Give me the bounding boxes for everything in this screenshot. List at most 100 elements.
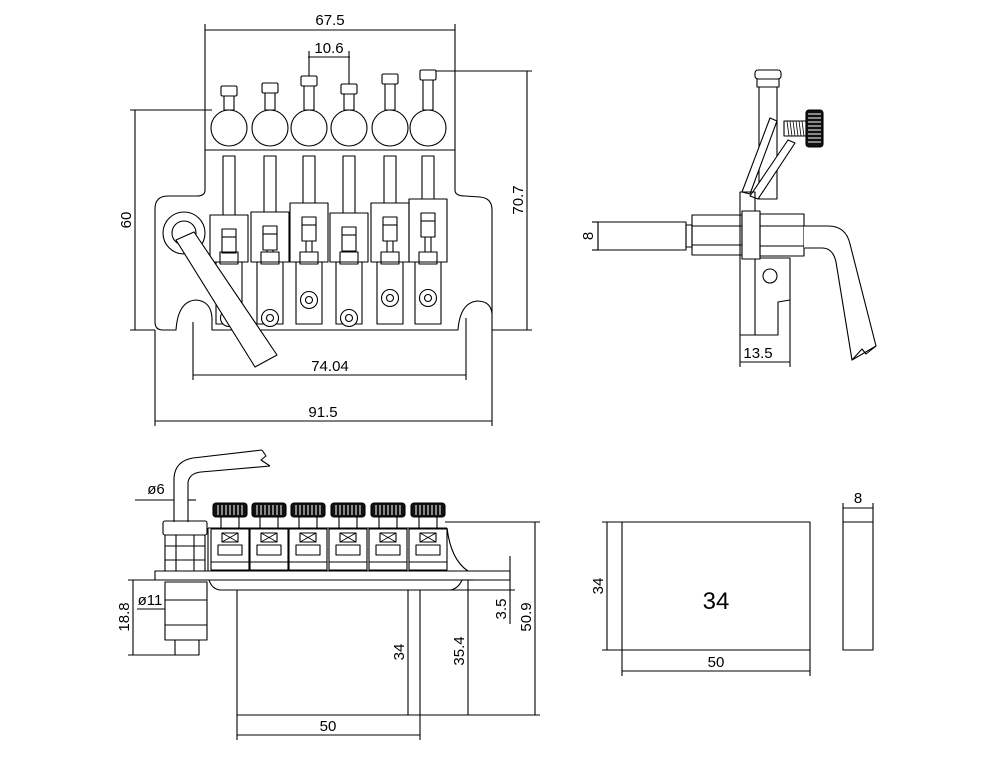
saddle-screw-hex: [385, 293, 395, 303]
thread-line: [789, 120, 793, 137]
string-unit-2: [250, 82, 290, 328]
saddle-front: [408, 528, 448, 571]
string-slot: [263, 155, 277, 213]
thread-hatching: [786, 120, 805, 137]
sustain-block: [236, 589, 421, 716]
screw-cross: [419, 532, 437, 543]
knife-edge: [741, 210, 761, 260]
dim-label-stud-height: 18.8: [116, 602, 133, 631]
thread-line: [786, 120, 790, 137]
saddle-front: [368, 528, 408, 571]
arm-bushing-cap: [162, 520, 208, 536]
saddle-insert: [295, 544, 321, 556]
string-clamp: [262, 225, 278, 251]
string-slot: [302, 155, 316, 204]
block-face: [621, 521, 811, 651]
dim-label-edge-thickness: 8: [854, 490, 862, 507]
stud-collar: [756, 78, 780, 88]
fine-tuner-screw-head: [300, 75, 318, 87]
fine-tuner-collar: [298, 516, 318, 529]
string-clamp: [420, 212, 436, 238]
front-string-unit-6: [408, 502, 448, 571]
saddle-lock: [339, 251, 359, 265]
fine-tuner-screw-shaft: [343, 93, 355, 111]
screw-cross: [260, 532, 278, 543]
screw-cross: [221, 532, 239, 543]
saddle-body: [209, 214, 249, 263]
thread-line: [792, 120, 796, 137]
saddle-screw-hex: [304, 295, 314, 305]
pivot-block: [691, 214, 743, 256]
tremolo-arm-front-outer: [173, 449, 263, 522]
saddle-housing-right: [446, 527, 469, 572]
string-slot: [222, 155, 236, 216]
fine-tuner-collar: [338, 516, 358, 529]
front-string-unit-4: [328, 502, 368, 571]
block-face-view: 34 34 50: [590, 521, 811, 676]
saddle-front: [328, 528, 368, 571]
saddle-insert: [335, 544, 361, 556]
saddle-base: [414, 261, 442, 325]
front-string-unit-1: [210, 502, 250, 571]
stud-below-plate: [164, 581, 208, 641]
stud-tip: [174, 639, 200, 656]
fine-tuner-knob: [330, 109, 368, 147]
screw-cross: [339, 532, 357, 543]
string-slot: [421, 155, 435, 200]
saddle-lock: [260, 251, 280, 265]
saddle-front: [210, 528, 250, 571]
screw-cross: [379, 532, 397, 543]
tremolo-arm-front-inner: [187, 465, 271, 522]
dim-label-block-height: 34: [391, 644, 408, 661]
dim-label-tuner-width: 67.5: [315, 12, 344, 29]
block-face-label: 34: [703, 588, 730, 615]
fine-tuner-screw-head: [261, 82, 279, 94]
stud-step: [685, 224, 693, 248]
dim-label-total-length: 70.7: [510, 185, 527, 214]
saddle-clamp-screw: [299, 532, 317, 543]
fine-tuner-screw-shaft: [264, 92, 276, 111]
saddle-base: [295, 261, 323, 325]
dim-label-plate-thickness: 3.5: [493, 599, 510, 620]
string-clamp: [221, 228, 237, 254]
top-view: 67.5 10.6 70.7 60 74.04 91.5: [118, 12, 532, 426]
dim-label-block-width: 50: [320, 718, 337, 735]
body-hole: [762, 268, 778, 284]
side-view: 8 13.5: [580, 69, 877, 367]
string-slot: [383, 155, 397, 204]
saddle-screw-hex: [265, 313, 275, 323]
fine-tuner-knob: [371, 109, 409, 147]
fine-tuner-knob: [409, 109, 447, 147]
saddle-screw: [339, 308, 359, 328]
saddle-body: [329, 212, 369, 263]
knob-ridges: [808, 113, 821, 143]
fine-tuner-knob: [251, 109, 289, 147]
saddle-screw-hex: [423, 293, 433, 303]
front-string-unit-2: [249, 502, 289, 571]
saddle-screw: [418, 288, 438, 308]
front-string-unit-3: [288, 502, 328, 571]
saddle-base: [376, 261, 404, 325]
dim-label-overall-height: 50.9: [518, 602, 535, 631]
string-clamp: [382, 216, 398, 242]
dim-label-face-height: 34: [590, 578, 607, 595]
fine-tuner-screw-shaft: [384, 83, 396, 111]
saddle-insert: [415, 544, 441, 556]
baseplate-outline: [154, 189, 493, 331]
dim-label-arm-diameter: ø6: [147, 481, 165, 498]
arm-housing: [759, 213, 805, 257]
saddle-lock: [219, 251, 239, 265]
dim-label-block-total-height: 35.4: [451, 636, 468, 665]
fine-tuner-screw-head: [340, 83, 358, 95]
saddle-clamp-screw: [339, 532, 357, 543]
front-view: ø6 18.8 ø11 34 35.4 3.5: [116, 449, 540, 740]
tremolo-arm-side: [804, 225, 877, 361]
stud-cap: [754, 69, 782, 80]
saddle-clamp-screw: [419, 532, 437, 543]
front-string-unit-5: [368, 502, 408, 571]
fine-tuner-screw-shaft: [422, 79, 434, 111]
fine-tuner-screw-head: [381, 73, 399, 85]
saddle-screw-hex: [344, 313, 354, 323]
saddle-insert: [256, 544, 282, 556]
saddle-screw: [380, 288, 400, 308]
